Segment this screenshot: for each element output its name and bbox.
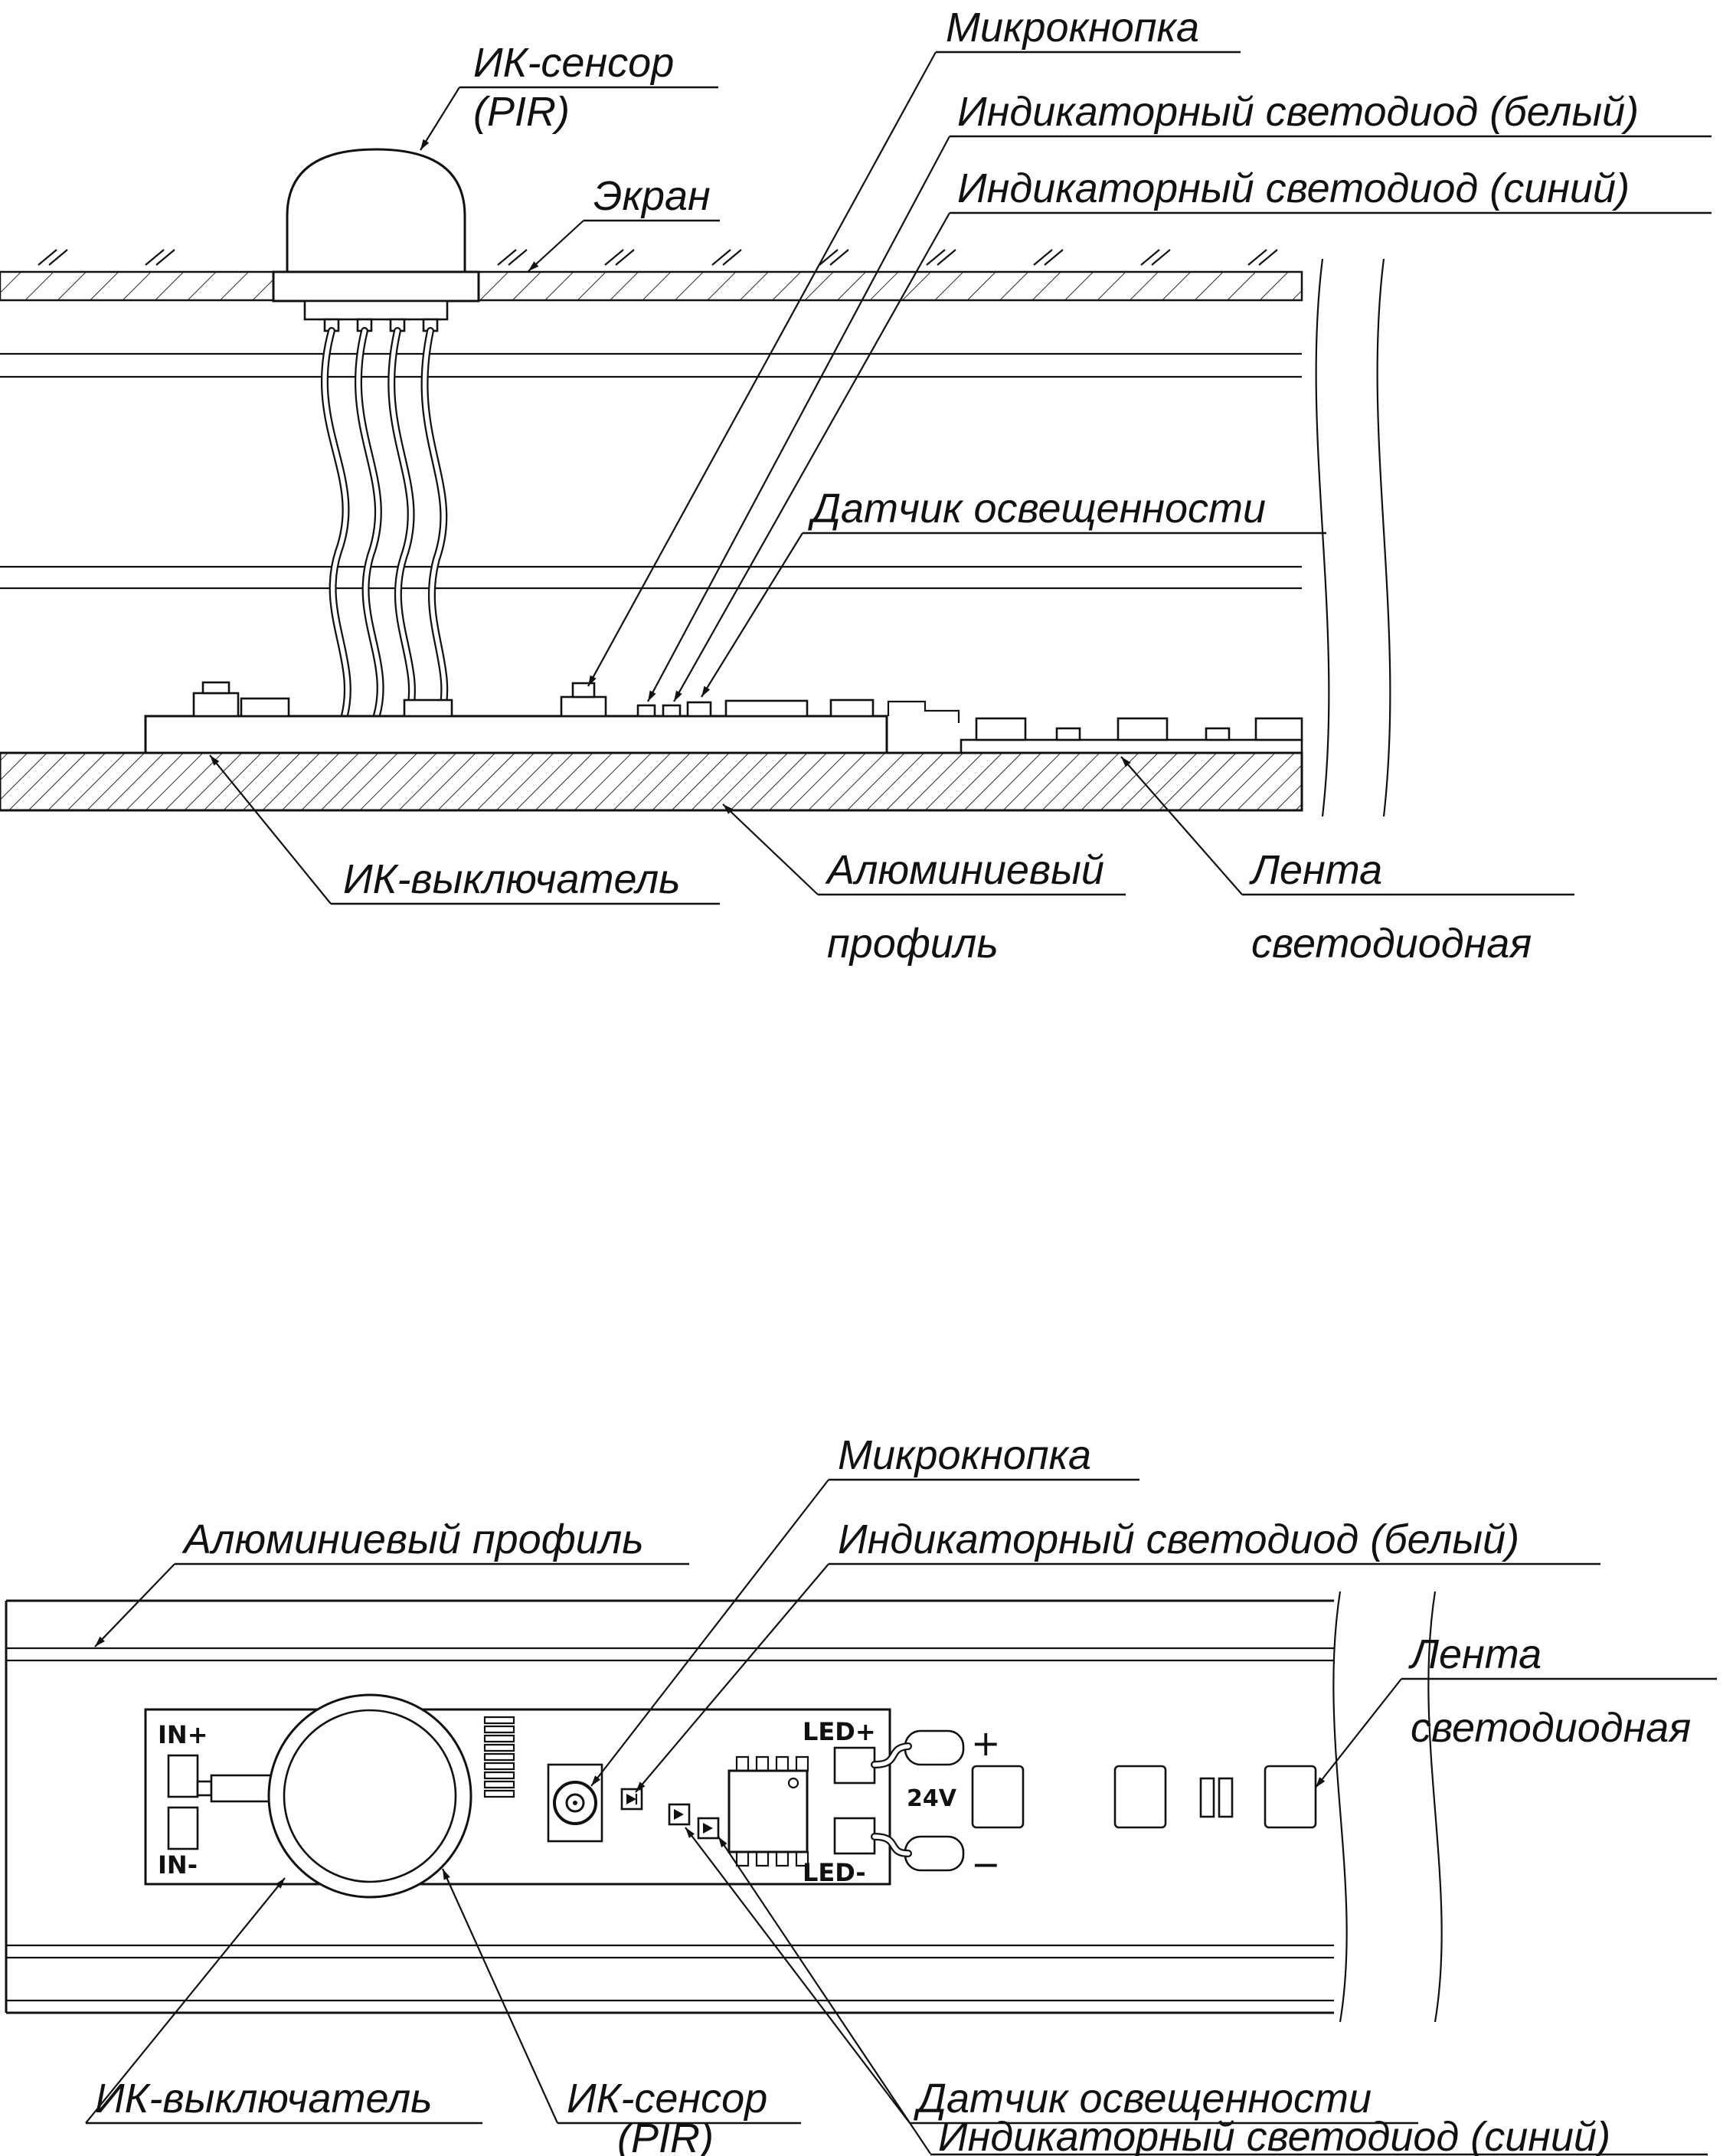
label-led-strip-1: Лента: [1249, 847, 1382, 893]
blue-led-section: [662, 704, 682, 718]
label-microbutton-b: Микрокнопка: [838, 1432, 1091, 1478]
label-alu-profile-1: Алюминиевый: [825, 847, 1104, 893]
pir-base-plate: [272, 270, 480, 303]
top-down-view: IN+ IN-: [5, 1432, 1717, 2156]
white-led-plan: [620, 1788, 643, 1811]
leader-led-blue: [673, 212, 950, 702]
pcb-text-led-minus: LED-: [803, 1858, 866, 1887]
led-strip-plan: [971, 1765, 1317, 1829]
white-led-section: [636, 704, 656, 718]
chip-plan: [727, 1755, 809, 1867]
strip-plus-mark: +: [971, 1723, 1001, 1764]
leaders-top-view: [209, 51, 1243, 905]
jumper-wires: [871, 1742, 912, 1857]
leader-ir-sensor-b: [441, 1868, 559, 2124]
microbutton-section: [560, 682, 607, 718]
leader-light-sensor: [701, 532, 803, 698]
strip-terminal-plus: [904, 1729, 965, 1766]
pcb-text-in-plus: IN+: [158, 1720, 208, 1749]
leaders-bottom-view: [85, 1479, 1402, 2154]
leader-led-strip-b: [1315, 1678, 1402, 1788]
aluminum-base-section: [0, 751, 1303, 812]
label-led-white: Индикаторный светодиод (белый): [957, 89, 1639, 135]
leader-light-sensor-b: [685, 1827, 911, 2124]
label-screen: Экран: [593, 173, 711, 219]
leader-led-strip: [1120, 756, 1243, 895]
blue-led-plan: [697, 1817, 720, 1840]
leader-alu-profile: [722, 803, 819, 895]
led-out-pad-minus: [833, 1817, 876, 1855]
label-light-sensor-b: Датчик освещенности: [914, 2076, 1372, 2122]
leader-led-blue-b: [718, 1836, 931, 2154]
leader-led-white-b: [635, 1563, 829, 1793]
light-sensor-section: [686, 701, 712, 718]
label-led-white-b: Индикаторный светодиод (белый): [838, 1516, 1519, 1562]
leader-microbutton-b: [590, 1479, 829, 1787]
cross-section-view: ИК-сенсор (PIR) Экран Микрокнопка Индика…: [0, 5, 1712, 967]
pcb-board-section: [144, 715, 888, 754]
strip-terminal-minus: [904, 1835, 965, 1872]
pir-pins: [323, 318, 439, 332]
label-light-sensor: Датчик освещенности: [808, 486, 1266, 532]
pir-dome: [286, 148, 466, 272]
led-strip-section: [960, 717, 1303, 754]
chip-section: [724, 699, 809, 718]
pcb-text-led-plus: LED+: [803, 1717, 876, 1746]
profile-lines-bottom: [5, 1599, 1334, 2014]
label-ir-sensor-b: ИК-сенсор: [567, 2076, 767, 2122]
leader-screen: [528, 220, 584, 272]
pcb-text-in-minus: IN-: [158, 1850, 198, 1880]
sensor-wires: [321, 327, 449, 719]
label-ir-sensor-sub: (PIR): [473, 89, 570, 135]
label-led-strip-2-b: светодиодная: [1411, 1705, 1691, 1751]
light-sensor-plan: [668, 1803, 691, 1826]
leader-ir-switch-b: [85, 1877, 286, 2124]
pir-sensor-plan: [267, 1693, 472, 1899]
label-led-strip-1-b: Лента: [1408, 1631, 1542, 1677]
label-led-blue-b: Индикаторный светодиод (синий): [938, 2114, 1610, 2156]
glass-ticks: [38, 249, 1278, 266]
strip-voltage-mark: 24V: [907, 1785, 957, 1812]
microbutton-plan: [547, 1763, 603, 1843]
leader-ir-sensor: [420, 87, 460, 151]
comb-connector: [483, 1716, 515, 1798]
in-pad-1: [167, 1754, 199, 1798]
label-alu-profile-b: Алюминиевый профиль: [181, 1516, 644, 1562]
strip-minus-mark: −: [971, 1844, 1001, 1885]
break-lines-bottom-view: [1332, 1591, 1443, 2023]
in-pad-2: [167, 1806, 199, 1850]
label-led-blue: Индикаторный светодиод (синий): [957, 165, 1630, 211]
screen-strip: [0, 270, 1303, 302]
label-alu-profile-2: профиль: [827, 921, 999, 967]
pir-connector-block: [303, 299, 449, 321]
leader-alu-profile-b: [94, 1563, 175, 1647]
leader-led-white: [647, 136, 950, 702]
break-lines-top-view: [1315, 258, 1391, 817]
led-out-pad-plus: [833, 1746, 876, 1785]
label-ir-switch-b: ИК-выключатель: [95, 2076, 433, 2122]
bracket-section: [887, 700, 960, 723]
label-led-strip-2: светодиодная: [1251, 921, 1532, 967]
label-ir-sensor: ИК-сенсор: [473, 40, 674, 86]
shelves-bottom-view: [86, 1478, 1717, 2156]
pcb-components-section: [192, 681, 960, 723]
label-microbutton: Микрокнопка: [946, 5, 1199, 51]
profile-inner-lines: [0, 352, 1302, 590]
label-ir-switch: ИК-выключатель: [343, 856, 681, 902]
label-ir-sensor-sub-b: (PIR): [617, 2115, 714, 2156]
shelves-top-view: [331, 51, 1712, 905]
leader-ir-switch: [209, 754, 332, 905]
leader-microbutton: [587, 51, 937, 687]
